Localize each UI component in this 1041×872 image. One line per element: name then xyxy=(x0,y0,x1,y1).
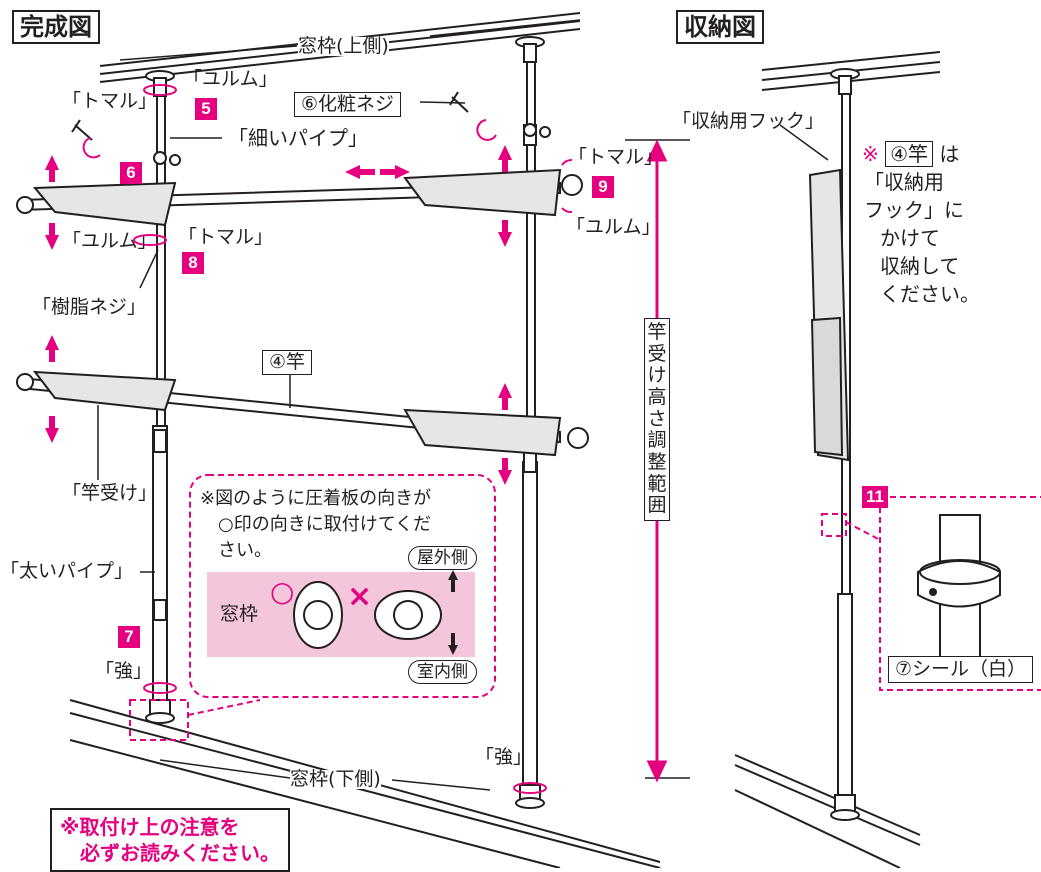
storage-note-line-1: 「収納用 xyxy=(864,170,944,194)
screw-parts xyxy=(71,91,551,166)
upper-rod-assembly xyxy=(16,168,583,227)
plate-callout xyxy=(129,474,496,741)
plate-note-line-1: ※図のように圧着板の向きが xyxy=(200,488,432,509)
storage-note-line-5: ください。 xyxy=(880,282,980,306)
step-5-badge: 5 xyxy=(195,98,217,120)
right-pole xyxy=(515,36,545,809)
label-outdoor: 屋外側 xyxy=(408,546,477,571)
step-6-badge: 6 xyxy=(120,162,142,184)
plate-shapes xyxy=(293,581,442,649)
step-8-badge: 8 xyxy=(182,252,204,274)
ok-mark-icon: ○ xyxy=(270,575,295,608)
storage-note-box: ④竿 xyxy=(885,141,934,167)
label-frame-top: 窓枠(上側) xyxy=(298,35,389,57)
storage-frame-bottom xyxy=(734,754,921,868)
label-resin-screw: 「樹脂ネジ」 xyxy=(32,296,147,318)
height-range-text: 竿受け高さ調整範囲 xyxy=(647,321,667,517)
label-yurumu-right: 「ユルム」 xyxy=(566,216,661,238)
lower-rod-assembly xyxy=(16,370,589,457)
label-height-range: 竿受け高さ調整範囲 xyxy=(644,318,670,521)
plate-note-line-2: ○印の向きに取付けてくだ xyxy=(218,514,432,535)
leader-lines xyxy=(97,19,829,791)
label-storage-hook: 「収納用フック」 xyxy=(672,110,825,132)
plate-note-line-3: さい。 xyxy=(218,540,272,561)
label-thick-pipe: 「太いパイプ」 xyxy=(0,560,134,582)
label-rod-4: ④竿 xyxy=(262,350,313,375)
plate-direction-arrows xyxy=(448,570,458,655)
label-yurumu-top: 「ユルム」 xyxy=(183,68,278,90)
warning-line-2: 必ずお読みください。 xyxy=(80,841,280,865)
label-strong-right: 「強」 xyxy=(475,746,533,768)
label-tomaru-left: 「トマル」 xyxy=(178,226,274,248)
title-complete: 完成図 xyxy=(12,10,100,44)
storage-note-line-4: 収納して xyxy=(880,254,960,278)
label-frame-bottom: 窓枠(下側) xyxy=(290,768,381,790)
label-tomaru-top: 「トマル」 xyxy=(62,90,158,112)
storage-note-line-2: フック」に xyxy=(864,198,964,222)
storage-note-mark: ※ xyxy=(862,142,879,166)
label-tomaru-right: 「トマル」 xyxy=(568,146,664,168)
step-7-badge: 7 xyxy=(118,626,140,648)
storage-note-line-3: かけて xyxy=(880,226,940,250)
warning-line-1: ※取付け上の注意を xyxy=(60,815,240,839)
seal-detail xyxy=(917,514,1001,666)
left-pole xyxy=(145,70,175,724)
label-indoor: 室内側 xyxy=(408,660,477,685)
step-11-badge: 11 xyxy=(862,486,888,508)
adjust-arrows xyxy=(45,145,512,485)
storage-note: ※ ④竿 は 「収納用 フック」に かけて 収納して ください。 xyxy=(862,140,980,308)
plate-note: ※図のように圧着板の向きが ○印の向きに取付けてくだ さい。 xyxy=(200,486,431,564)
label-seal-7: ⑦シール（白） xyxy=(888,656,1034,683)
seal-callout xyxy=(821,496,1041,691)
storage-note-after: は xyxy=(939,142,960,166)
warning-box: ※取付け上の注意を 必ずお読みください。 xyxy=(50,808,290,872)
label-rod-holder: 「竿受け」 xyxy=(62,482,158,504)
rotation-arrows xyxy=(82,84,573,794)
label-screw-6: ⑥化粧ネジ xyxy=(294,92,402,117)
label-window-frame: 窓枠 xyxy=(220,603,259,625)
label-yurumu-left: 「ユルム」 xyxy=(62,230,157,252)
storage-pole xyxy=(808,68,860,821)
ng-mark-icon: × xyxy=(347,579,373,614)
step-9-badge: 9 xyxy=(592,176,614,198)
title-storage: 収納図 xyxy=(676,10,764,44)
label-strong-left: 「強」 xyxy=(95,660,153,682)
label-thin-pipe: 「細いパイプ」 xyxy=(228,126,368,150)
